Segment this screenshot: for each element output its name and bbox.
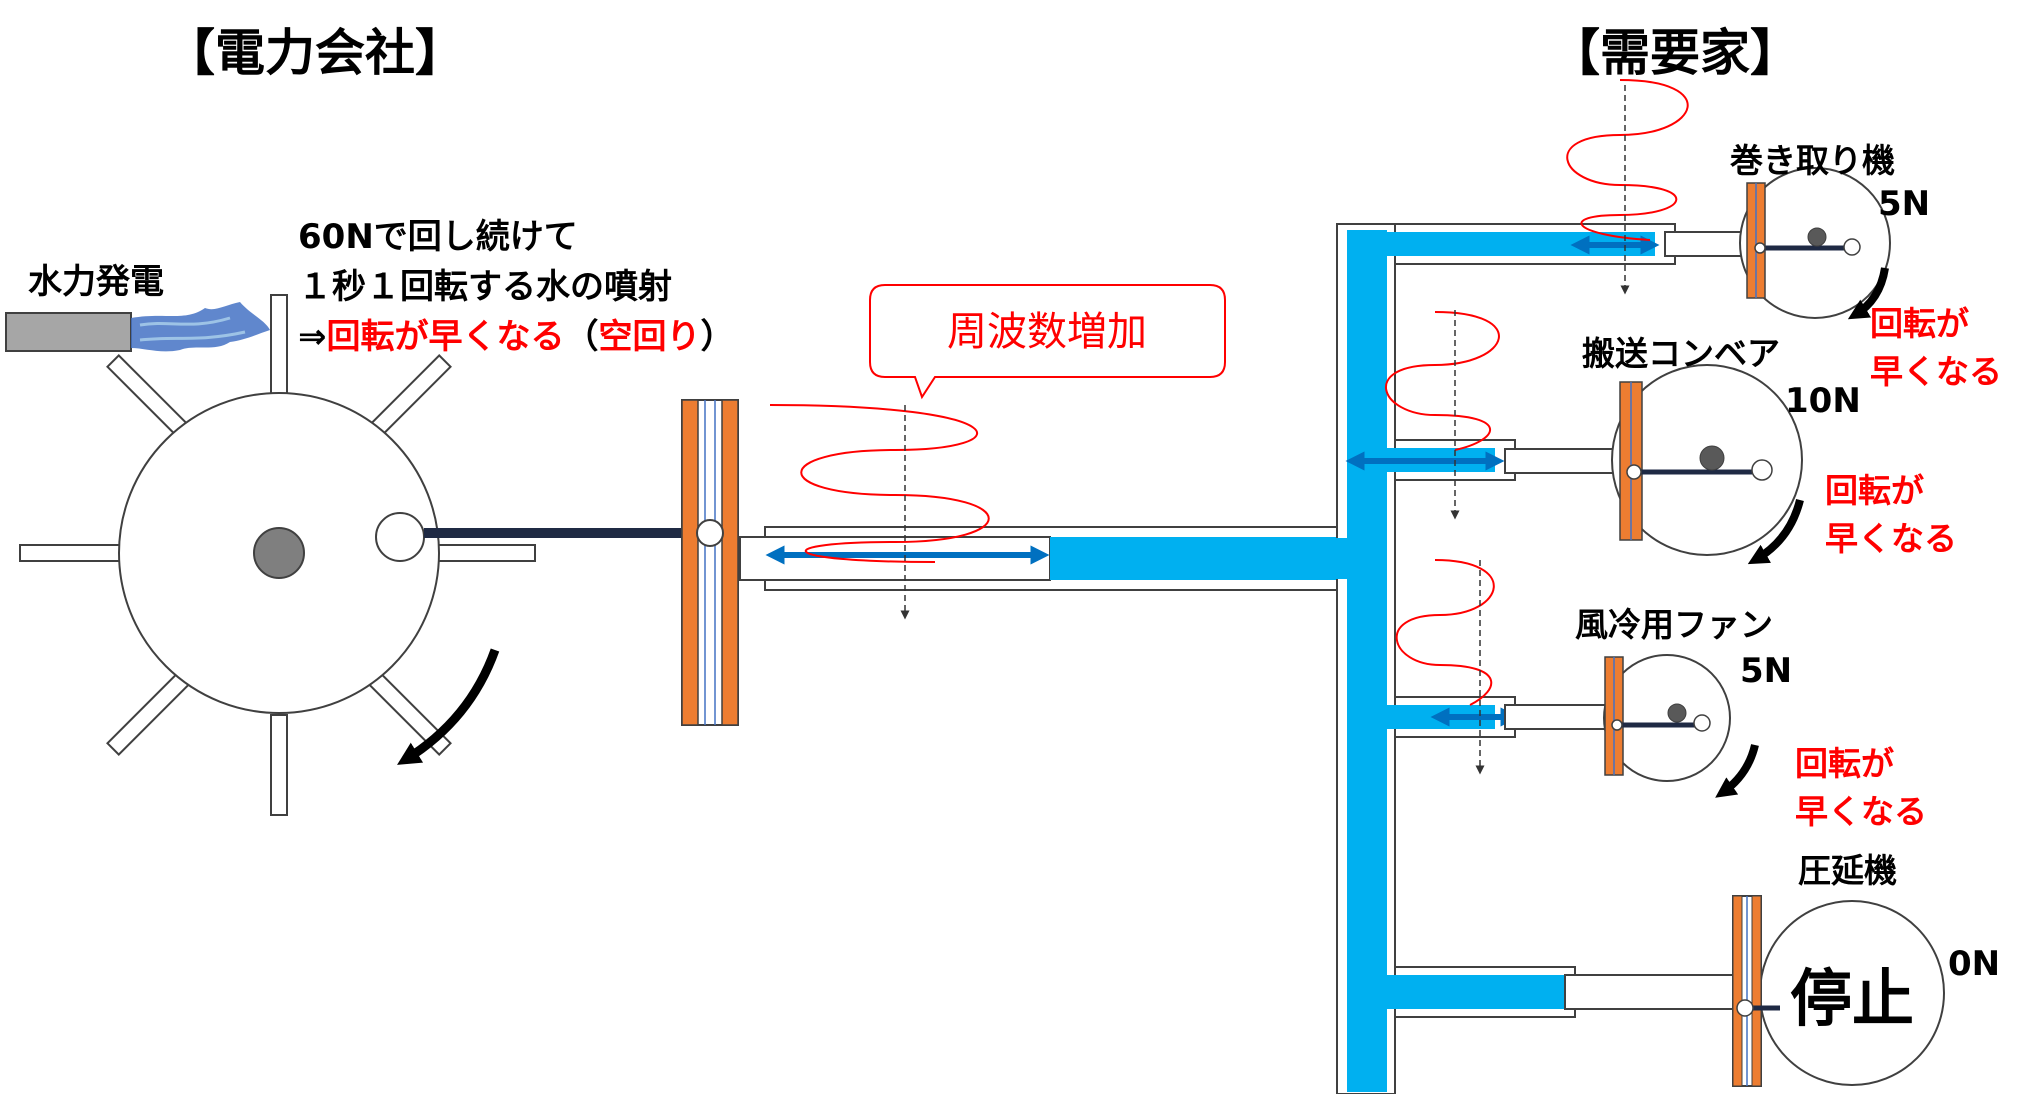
winder-status-line1: 回転が xyxy=(1870,304,1969,343)
conveyor-rotation-arrow xyxy=(1747,498,1804,565)
customer-heading: 【需要家】 xyxy=(1550,24,1800,82)
generator-note-line1: 60Nで回し続けて xyxy=(298,217,578,257)
conveyor-name: 搬送コンベア xyxy=(1582,334,1780,373)
frequency-waves-branches xyxy=(1385,79,1689,706)
wheel-paddles xyxy=(19,294,536,816)
frequency-callout: 周波数増加 xyxy=(869,284,1226,400)
water-nozzle xyxy=(5,302,270,352)
generator-note-line3: ⇒回転が早くなる（空回り） xyxy=(298,317,735,357)
fan-rotation-arrow xyxy=(1715,743,1759,798)
main-piston-plate xyxy=(681,399,739,726)
rolling-mill-force: 0N xyxy=(1948,944,2000,984)
generator-label: 水力発電 xyxy=(28,262,164,302)
branch-rods xyxy=(1504,231,1754,1010)
generator-note: 60Nで回し続けて １秒１回転する水の噴射 ⇒回転が早くなる（空回り） xyxy=(298,217,735,357)
customer-manifold xyxy=(1336,223,1676,1095)
machine-conveyor: 搬送コンベア 10N 回転が 早くなる xyxy=(1582,334,1957,565)
fan-status-line2: 早くなる xyxy=(1795,792,1927,831)
rolling-mill-name: 圧延機 xyxy=(1798,851,1897,890)
callout-text: 周波数増加 xyxy=(947,309,1147,355)
main-pipe xyxy=(739,526,1348,591)
wheel-rotation-arrow xyxy=(397,648,500,765)
wheel-crank-pin xyxy=(375,512,425,562)
winder-rotation-arrow xyxy=(1847,267,1889,320)
note-arrow-prefix: ⇒ xyxy=(298,317,327,357)
note-paren-open: （ xyxy=(565,317,599,357)
machine-fan: 風冷用ファン 5N 回転が 早くなる xyxy=(1575,605,1927,831)
company-heading: 【電力会社】 xyxy=(165,24,465,82)
water-jet-flame xyxy=(131,302,270,352)
machine-winder: 巻き取り機 5N 回転が 早くなる xyxy=(1729,141,2002,391)
wave-axes xyxy=(1450,85,1630,775)
winder-force: 5N xyxy=(1878,184,1930,224)
note-red-spinning-faster: 回転が早くなる xyxy=(327,317,565,357)
machine-rolling-mill: 圧延機 0N 停止 xyxy=(1732,851,2000,1087)
rolling-mill-stopped-label: 停止 xyxy=(1790,962,1914,1035)
conveyor-status-line2: 早くなる xyxy=(1825,519,1957,558)
wheel-hub xyxy=(253,527,305,579)
fan-name: 風冷用ファン xyxy=(1575,605,1773,644)
winder-status-line2: 早くなる xyxy=(1870,352,2002,391)
fan-wheel xyxy=(1603,654,1731,782)
plate-pivot xyxy=(696,519,724,547)
conveyor-force: 10N xyxy=(1785,381,1861,421)
frequency-wave-main xyxy=(769,404,990,620)
note-paren-close: ） xyxy=(701,317,735,357)
conveyor-status-line1: 回転が xyxy=(1825,471,1924,510)
fan-force: 5N xyxy=(1740,651,1792,691)
fan-status-line1: 回転が xyxy=(1795,744,1894,783)
water-wheel xyxy=(19,294,536,816)
winder-name: 巻き取り機 xyxy=(1729,141,1895,180)
note-red-idling: 空回り xyxy=(599,317,701,357)
generator-note-line2: １秒１回転する水の噴射 xyxy=(298,267,672,307)
